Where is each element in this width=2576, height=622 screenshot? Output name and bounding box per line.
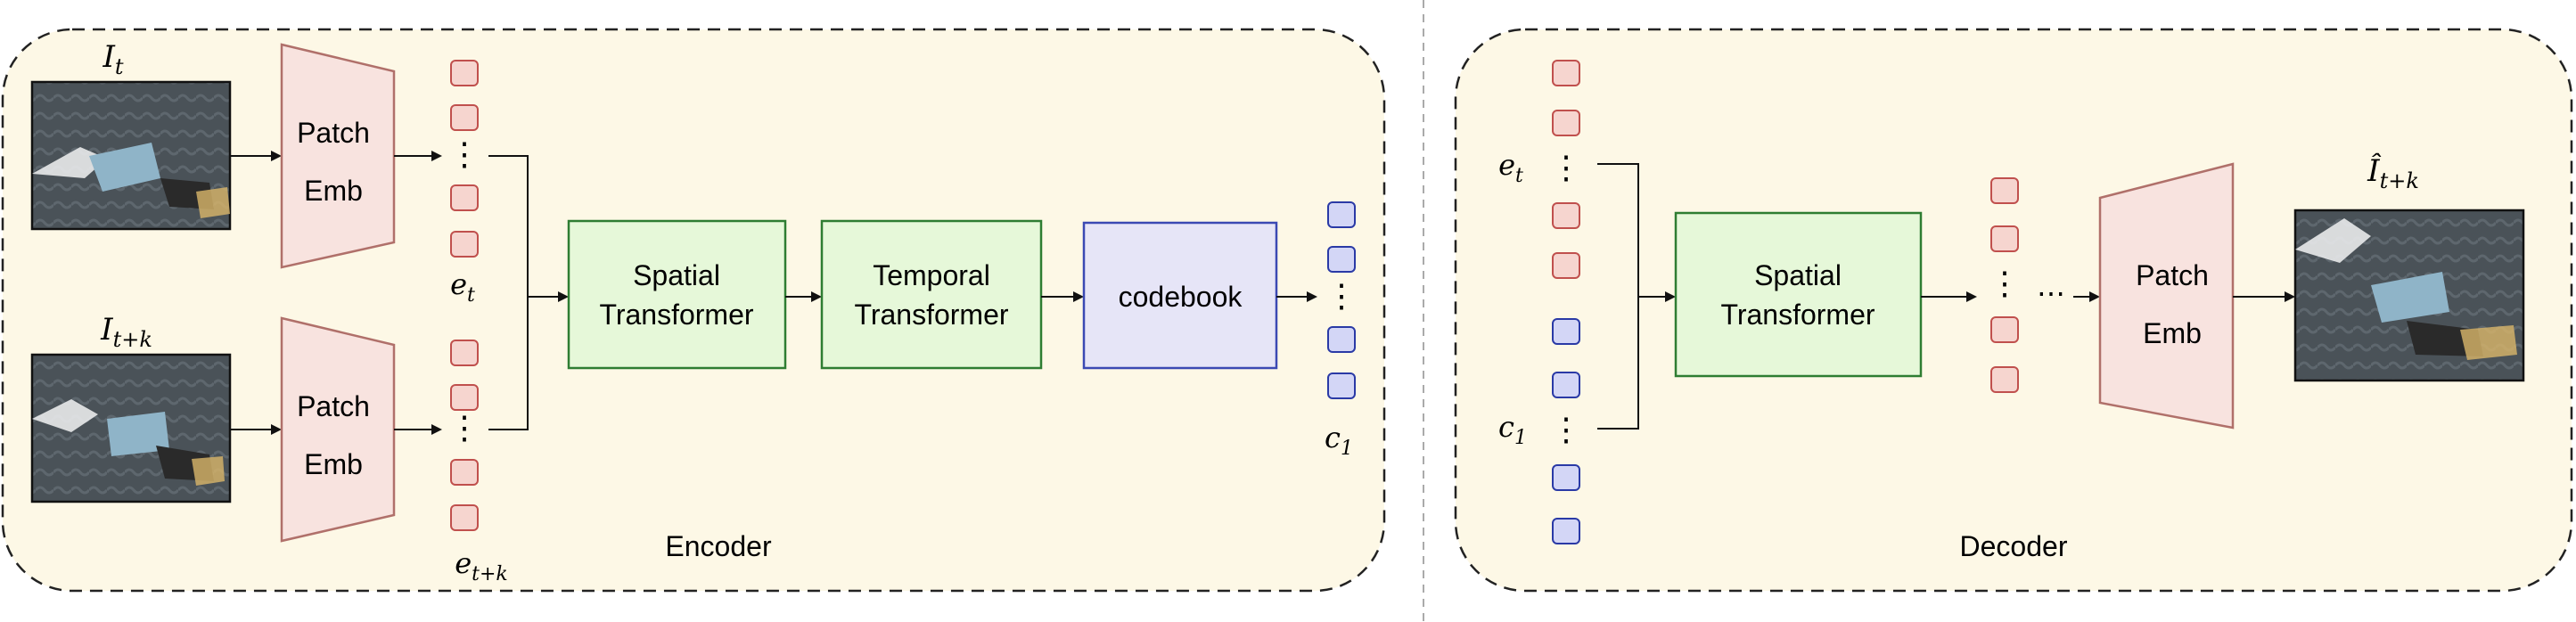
svg-text:Transformer: Transformer xyxy=(599,299,753,331)
codebook-box: codebook xyxy=(1082,221,1278,370)
decoder-token-column-c1: ⋮ xyxy=(1550,318,1582,544)
token-red xyxy=(450,104,479,131)
token-column-etk: ⋮ xyxy=(448,340,480,531)
decoder-label: Decoder xyxy=(1960,530,2068,562)
token-blue xyxy=(1327,201,1356,228)
spatial-transformer-decoder: Spatial Transformer xyxy=(1674,211,1923,378)
token-red xyxy=(1990,225,2019,252)
token-ellipsis: ⋮ xyxy=(1550,149,1582,185)
token-label-etk: et+k xyxy=(455,546,508,585)
token-column-et: ⋮ xyxy=(448,60,480,258)
token-red xyxy=(1552,252,1580,279)
svg-text:codebook: codebook xyxy=(1119,281,1243,313)
svg-text:Spatial: Spatial xyxy=(1754,259,1842,291)
token-ellipsis: ⋮ xyxy=(1550,411,1582,447)
input-label-top: It xyxy=(102,39,123,79)
token-red xyxy=(1990,177,2019,204)
svg-text:Patch: Patch xyxy=(2136,259,2209,291)
output-image xyxy=(2293,209,2525,382)
token-blue xyxy=(1327,372,1356,399)
code-token-column: ⋮ xyxy=(1325,201,1358,399)
svg-text:Temporal: Temporal xyxy=(873,259,990,291)
svg-text:Emb: Emb xyxy=(2143,317,2202,349)
token-ellipsis-horizontal: ⋯ xyxy=(2037,277,2065,309)
svg-text:Patch: Patch xyxy=(297,390,370,422)
svg-text:Transformer: Transformer xyxy=(854,299,1008,331)
token-ellipsis: ⋮ xyxy=(448,409,480,446)
token-ellipsis: ⋮ xyxy=(1989,265,2021,301)
spatial-transformer-encoder: Spatial Transformer xyxy=(567,219,787,370)
decoder-panel xyxy=(1454,28,2573,593)
encoder-label: Encoder xyxy=(665,530,772,562)
token-red xyxy=(1990,366,2019,393)
input-label-bottom: It+k xyxy=(100,312,152,352)
token-blue xyxy=(1552,518,1580,544)
token-blue xyxy=(1552,464,1580,491)
input-image-bottom xyxy=(30,353,232,503)
code-label: c1 xyxy=(1325,421,1353,460)
token-red xyxy=(1552,202,1580,229)
patch-emb-bottom: Patch Emb xyxy=(280,316,396,543)
token-blue xyxy=(1327,246,1356,273)
token-ellipsis: ⋮ xyxy=(1325,277,1358,314)
decoder-output-token-column: ⋮ xyxy=(1989,177,2021,393)
temporal-transformer: Temporal Transformer xyxy=(820,219,1043,370)
patch-emb-decoder: Patch Emb xyxy=(2098,162,2235,430)
patch-emb-top: Patch Emb xyxy=(280,43,396,269)
token-red xyxy=(1990,316,2019,343)
token-red xyxy=(450,459,479,486)
token-red xyxy=(450,340,479,366)
svg-text:Patch: Patch xyxy=(297,117,370,149)
token-red xyxy=(450,384,479,411)
token-red xyxy=(450,60,479,86)
decoder-token-label-et: et xyxy=(1498,148,1523,187)
svg-text:Emb: Emb xyxy=(304,175,363,207)
token-ellipsis: ⋮ xyxy=(448,135,480,172)
token-label-et: et xyxy=(450,267,475,307)
decoder-token-column-et: ⋮ xyxy=(1550,60,1582,279)
token-red xyxy=(1552,110,1580,136)
token-blue xyxy=(1327,326,1356,353)
token-blue xyxy=(1552,318,1580,345)
token-blue xyxy=(1552,372,1580,398)
token-red xyxy=(450,504,479,531)
merge-bracket-encoder xyxy=(488,155,529,430)
input-image-top xyxy=(30,80,232,231)
decoder-token-label-c1: c1 xyxy=(1498,410,1527,449)
svg-text:Emb: Emb xyxy=(304,448,363,480)
svg-text:Transformer: Transformer xyxy=(1720,299,1875,331)
output-label: Ît+k xyxy=(2367,152,2419,193)
token-red xyxy=(450,231,479,258)
token-red xyxy=(450,184,479,211)
svg-text:Spatial: Spatial xyxy=(633,259,720,291)
token-red xyxy=(1552,60,1580,86)
